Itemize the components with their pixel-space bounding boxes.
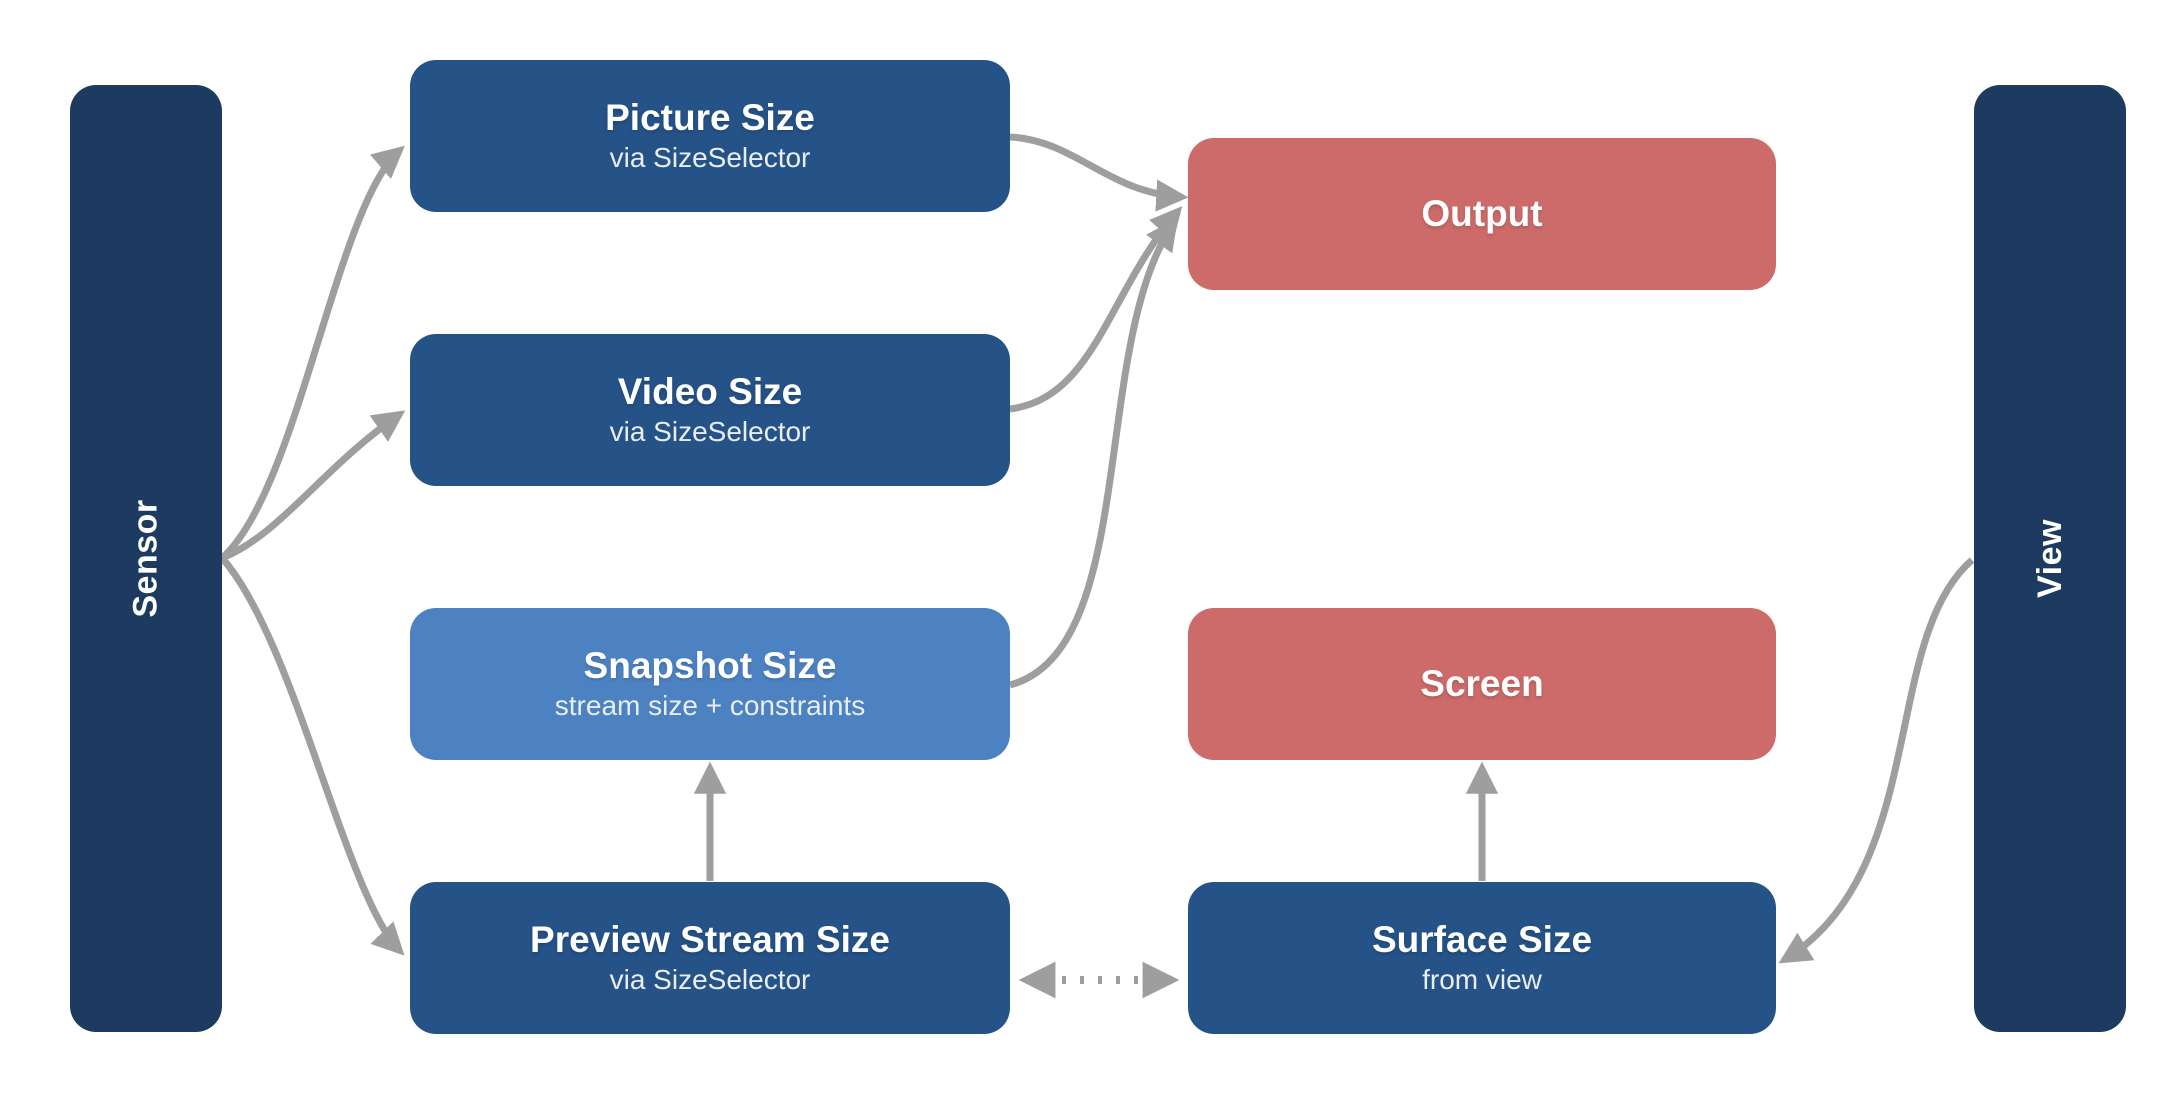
node-snapshot-size-title: Snapshot Size: [583, 644, 837, 686]
node-video-size-subtitle: via SizeSelector: [609, 415, 811, 447]
sidebar-view-label: View: [2030, 519, 2069, 598]
node-snapshot-size: Snapshot Size stream size + constraints: [410, 608, 1010, 760]
node-video-size-title: Video Size: [617, 370, 803, 412]
node-snapshot-size-subtitle: stream size + constraints: [554, 689, 866, 721]
node-surface-size-title: Surface Size: [1371, 918, 1593, 960]
edge-sensor-to-video-size: [220, 410, 406, 562]
node-screen: Screen: [1188, 608, 1776, 760]
node-picture-size-subtitle: via SizeSelector: [609, 141, 811, 173]
edge-picture-size-to-output: [1009, 133, 1189, 212]
node-video-size: Video Size via SizeSelector: [410, 334, 1010, 486]
sidebar-sensor-label: Sensor: [126, 499, 165, 618]
node-output-title: Output: [1421, 193, 1543, 235]
node-preview-stream-size-title: Preview Stream Size: [530, 918, 890, 960]
sidebar-view: View: [1974, 85, 2126, 1032]
edge-snapshot-size-to-output: [1009, 217, 1178, 689]
node-surface-size-subtitle: from view: [1422, 963, 1542, 995]
edge-sensor-to-picture-size: [219, 145, 405, 561]
node-preview-stream-size-subtitle: via SizeSelector: [609, 963, 811, 995]
node-surface-size: Surface Size from view: [1188, 882, 1776, 1034]
edge-video-size-to-output: [1009, 206, 1183, 413]
edge-view-to-surface-size: [1778, 557, 1975, 964]
node-screen-title: Screen: [1420, 663, 1544, 705]
node-picture-size: Picture Size via SizeSelector: [410, 60, 1010, 212]
node-picture-size-title: Picture Size: [605, 96, 815, 138]
node-preview-stream-size: Preview Stream Size via SizeSelector: [410, 882, 1010, 1034]
edge-sensor-to-preview-stream-size: [219, 555, 405, 956]
sidebar-sensor: Sensor: [70, 85, 222, 1032]
node-output: Output: [1188, 138, 1776, 290]
